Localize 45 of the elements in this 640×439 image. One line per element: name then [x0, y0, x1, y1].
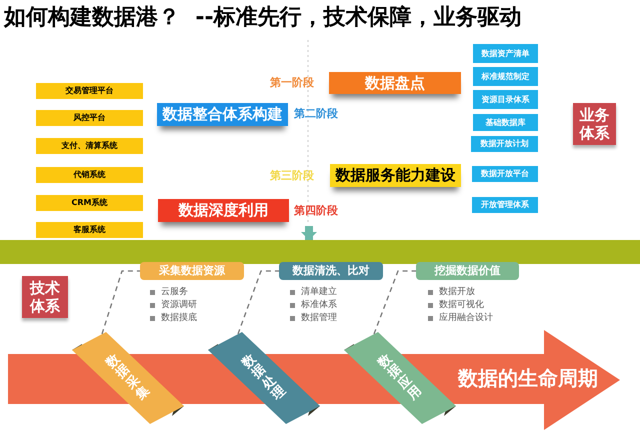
stage-box: 数据整合体系构建 — [157, 103, 288, 126]
stage-label: 第三阶段 — [270, 168, 314, 184]
bullet-text: 数据可视化 — [439, 299, 484, 311]
bullet-text: 数据开放 — [439, 286, 475, 298]
divider-band — [0, 240, 640, 264]
item-box: 数据开放计划 — [471, 136, 538, 152]
phase-header: 挖掘数据价值 — [416, 262, 519, 280]
system-tag: 技术体系 — [22, 276, 68, 318]
item-box: 数据资产清单 — [473, 44, 538, 63]
block-arrow — [301, 226, 317, 240]
stage-box: 数据盘点 — [329, 72, 461, 94]
system-box: 客服系统 — [36, 222, 143, 238]
bullet-text: 应用融合设计 — [439, 312, 493, 324]
lifecycle-arrow: 数据的生命周期 数据采集 数据处理 数据应用 — [8, 330, 620, 430]
item-box: 数据开放平台 — [472, 166, 538, 182]
stage-box: 数据服务能力建设 — [330, 164, 461, 187]
bullet-text: 标准体系 — [301, 299, 337, 311]
system-box: 风控平台 — [36, 110, 143, 126]
bullet-text: 云服务 — [161, 286, 188, 298]
stage-label: 第一阶段 — [270, 75, 314, 91]
system-box: CRM系统 — [36, 195, 143, 211]
stage-label: 第二阶段 — [294, 106, 338, 122]
leader-line — [373, 270, 416, 334]
stage-box: 数据深度利用 — [158, 199, 289, 222]
bullet-text: 资源调研 — [161, 299, 197, 311]
system-box: 交易管理平台 — [36, 83, 143, 99]
item-box: 资源目录体系 — [473, 90, 538, 109]
item-box: 开放管理体系 — [472, 197, 538, 213]
phase-header: 数据清洗、比对 — [279, 262, 383, 280]
leader-line — [237, 270, 279, 334]
bullet-text: 清单建立 — [301, 286, 337, 298]
bullet-text: 数据摸底 — [161, 312, 197, 324]
leader-line — [101, 270, 140, 334]
ribbon-banner: 数据应用 — [344, 332, 456, 424]
item-box: 基础数据库 — [473, 114, 538, 131]
system-box: 代销系统 — [36, 167, 143, 183]
bullet-text: 数据管理 — [301, 312, 337, 324]
ribbon-banner: 数据采集 — [72, 332, 184, 424]
system-box: 支付、清算系统 — [36, 138, 143, 154]
phase-header: 采集数据资源 — [140, 262, 244, 280]
title: 如何构建数据港？ --标准先行，技术保障，业务驱动 — [4, 4, 522, 32]
stage-label: 第四阶段 — [294, 203, 338, 219]
item-box: 标准规范制定 — [473, 67, 538, 86]
system-tag: 业务体系 — [573, 103, 616, 145]
ribbon-banner: 数据处理 — [208, 332, 320, 424]
